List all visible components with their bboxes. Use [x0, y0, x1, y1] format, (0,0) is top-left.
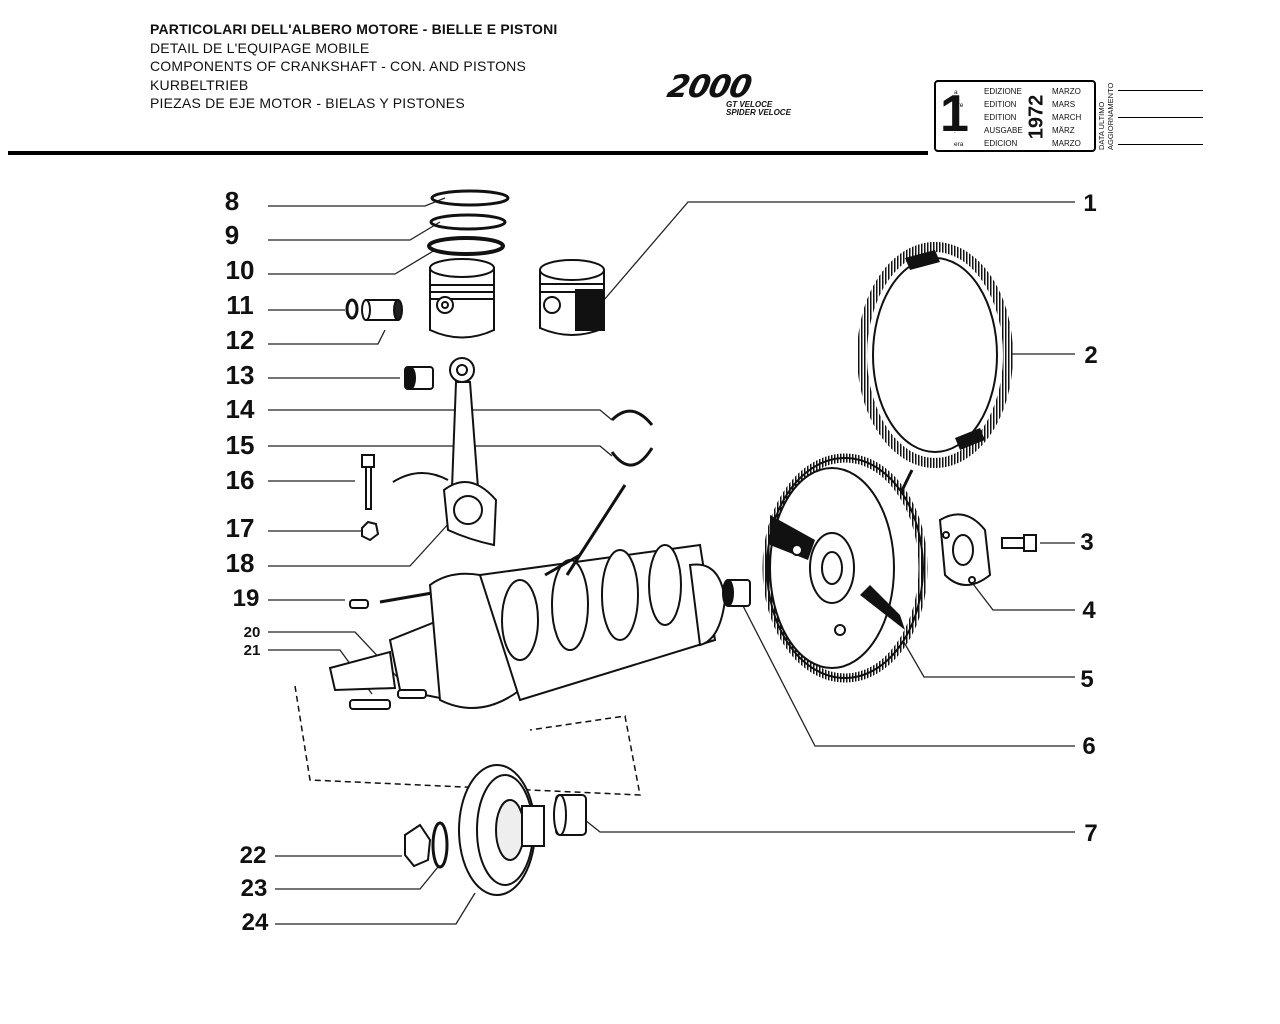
callout-numbers-left: 8 9 10 11 12 13 14 15 16 17 18 19 20 21 … — [225, 186, 269, 936]
edition-month: MARZO — [1052, 139, 1081, 148]
assembly-arrow — [392, 472, 449, 483]
model-logo: 2000 GT VELOCE SPIDER VELOCE — [664, 69, 793, 117]
edition-month: MARS — [1052, 100, 1076, 109]
header-rule — [8, 151, 928, 155]
pulley-sleeve — [553, 794, 587, 836]
callout-13: 13 — [226, 360, 255, 390]
ring-gear — [857, 242, 1013, 468]
title-french: DETAIL DE L'EQUIPAGE MOBILE — [150, 39, 370, 56]
callout-16: 16 — [226, 465, 255, 495]
edition-month: MARZO — [1052, 87, 1081, 96]
edition-box: 1 a ere st . era EDIZIONE EDITION EDITIO… — [934, 80, 1096, 152]
bearing-shells — [610, 409, 654, 467]
edition-word: AUSGABE — [984, 126, 1023, 135]
callout-4: 4 — [1082, 597, 1096, 624]
edition-suffix: ere — [954, 102, 964, 109]
connecting-rod — [442, 357, 498, 547]
piston-assembled — [539, 259, 605, 336]
edition-word: EDIZIONE — [984, 87, 1022, 96]
callout-24: 24 — [242, 909, 269, 936]
update-line — [1118, 90, 1203, 91]
dowel-pin — [349, 599, 369, 609]
piston-rings — [427, 189, 510, 256]
callout-17: 17 — [226, 513, 255, 543]
update-line — [1118, 144, 1203, 145]
update-line — [1118, 117, 1203, 118]
callout-9: 9 — [225, 220, 239, 250]
callout-3: 3 — [1080, 529, 1093, 556]
pulley-washer — [431, 821, 449, 869]
pulley-nut — [404, 823, 432, 868]
crankshaft — [328, 543, 727, 709]
edition-suffix: . — [954, 128, 956, 135]
callout-23: 23 — [241, 875, 268, 902]
title-english: COMPONENTS OF CRANKSHAFT - CON. AND PIST… — [150, 58, 527, 74]
edition-suffix: st — [954, 115, 960, 122]
rod-bolt — [361, 454, 375, 510]
flywheel — [762, 453, 928, 683]
edition-word: EDITION — [984, 100, 1017, 109]
callout-12: 12 — [226, 325, 255, 355]
bearing-arrow — [565, 484, 627, 576]
callout-20: 20 — [244, 624, 261, 641]
edition-suffix: era — [954, 141, 964, 148]
callout-22: 22 — [240, 842, 267, 869]
crankshaft-pulley — [458, 764, 545, 896]
callout-14: 14 — [226, 394, 255, 424]
title-german: KURBELTRIEB — [150, 76, 249, 93]
leader-lines-left — [268, 197, 613, 925]
callout-6: 6 — [1082, 733, 1095, 760]
flywheel-bolt — [1001, 534, 1037, 552]
woodruff-keys — [349, 689, 427, 710]
callout-7: 7 — [1084, 820, 1097, 847]
edition-suffix: a — [954, 89, 958, 96]
callout-1: 1 — [1083, 190, 1096, 217]
edition-number: 1 — [940, 85, 969, 143]
dowel-arrow — [379, 590, 439, 604]
edition-month: MARCH — [1052, 113, 1082, 122]
header-titles: PARTICOLARI DELL'ALBERO MOTORE - BIELLE … — [150, 20, 557, 113]
circlip-and-pin — [345, 298, 403, 321]
callout-11: 11 — [226, 290, 254, 320]
assembly-dashed-outline — [294, 685, 641, 796]
lock-plate — [938, 513, 992, 586]
callout-19: 19 — [233, 585, 260, 612]
edition-month: MÄRZ — [1052, 126, 1075, 135]
rod-nut — [361, 520, 380, 542]
edition-word: EDITION — [984, 113, 1017, 122]
callout-21: 21 — [244, 642, 261, 659]
edition-word: EDICION — [984, 139, 1018, 148]
leader-lines-right — [584, 201, 1075, 833]
callout-numbers-right: 1 2 3 4 5 6 7 — [1080, 190, 1097, 847]
variant-gt: GT VELOCE — [726, 100, 773, 109]
callout-8: 8 — [225, 186, 239, 216]
callout-5: 5 — [1080, 666, 1093, 693]
small-end-bush — [404, 366, 434, 390]
pilot-bush — [722, 579, 751, 607]
title-spanish: PIEZAS DE EJE MOTOR - BIELAS Y PISTONES — [150, 95, 465, 111]
callout-2: 2 — [1084, 342, 1097, 369]
piston-exploded — [429, 258, 495, 339]
callout-18: 18 — [226, 548, 255, 578]
callout-15: 15 — [226, 430, 255, 460]
variant-spider: SPIDER VELOCE — [726, 108, 791, 117]
title-italian: PARTICOLARI DELL'ALBERO MOTORE - BIELLE … — [150, 21, 558, 37]
callout-10: 10 — [226, 255, 255, 285]
